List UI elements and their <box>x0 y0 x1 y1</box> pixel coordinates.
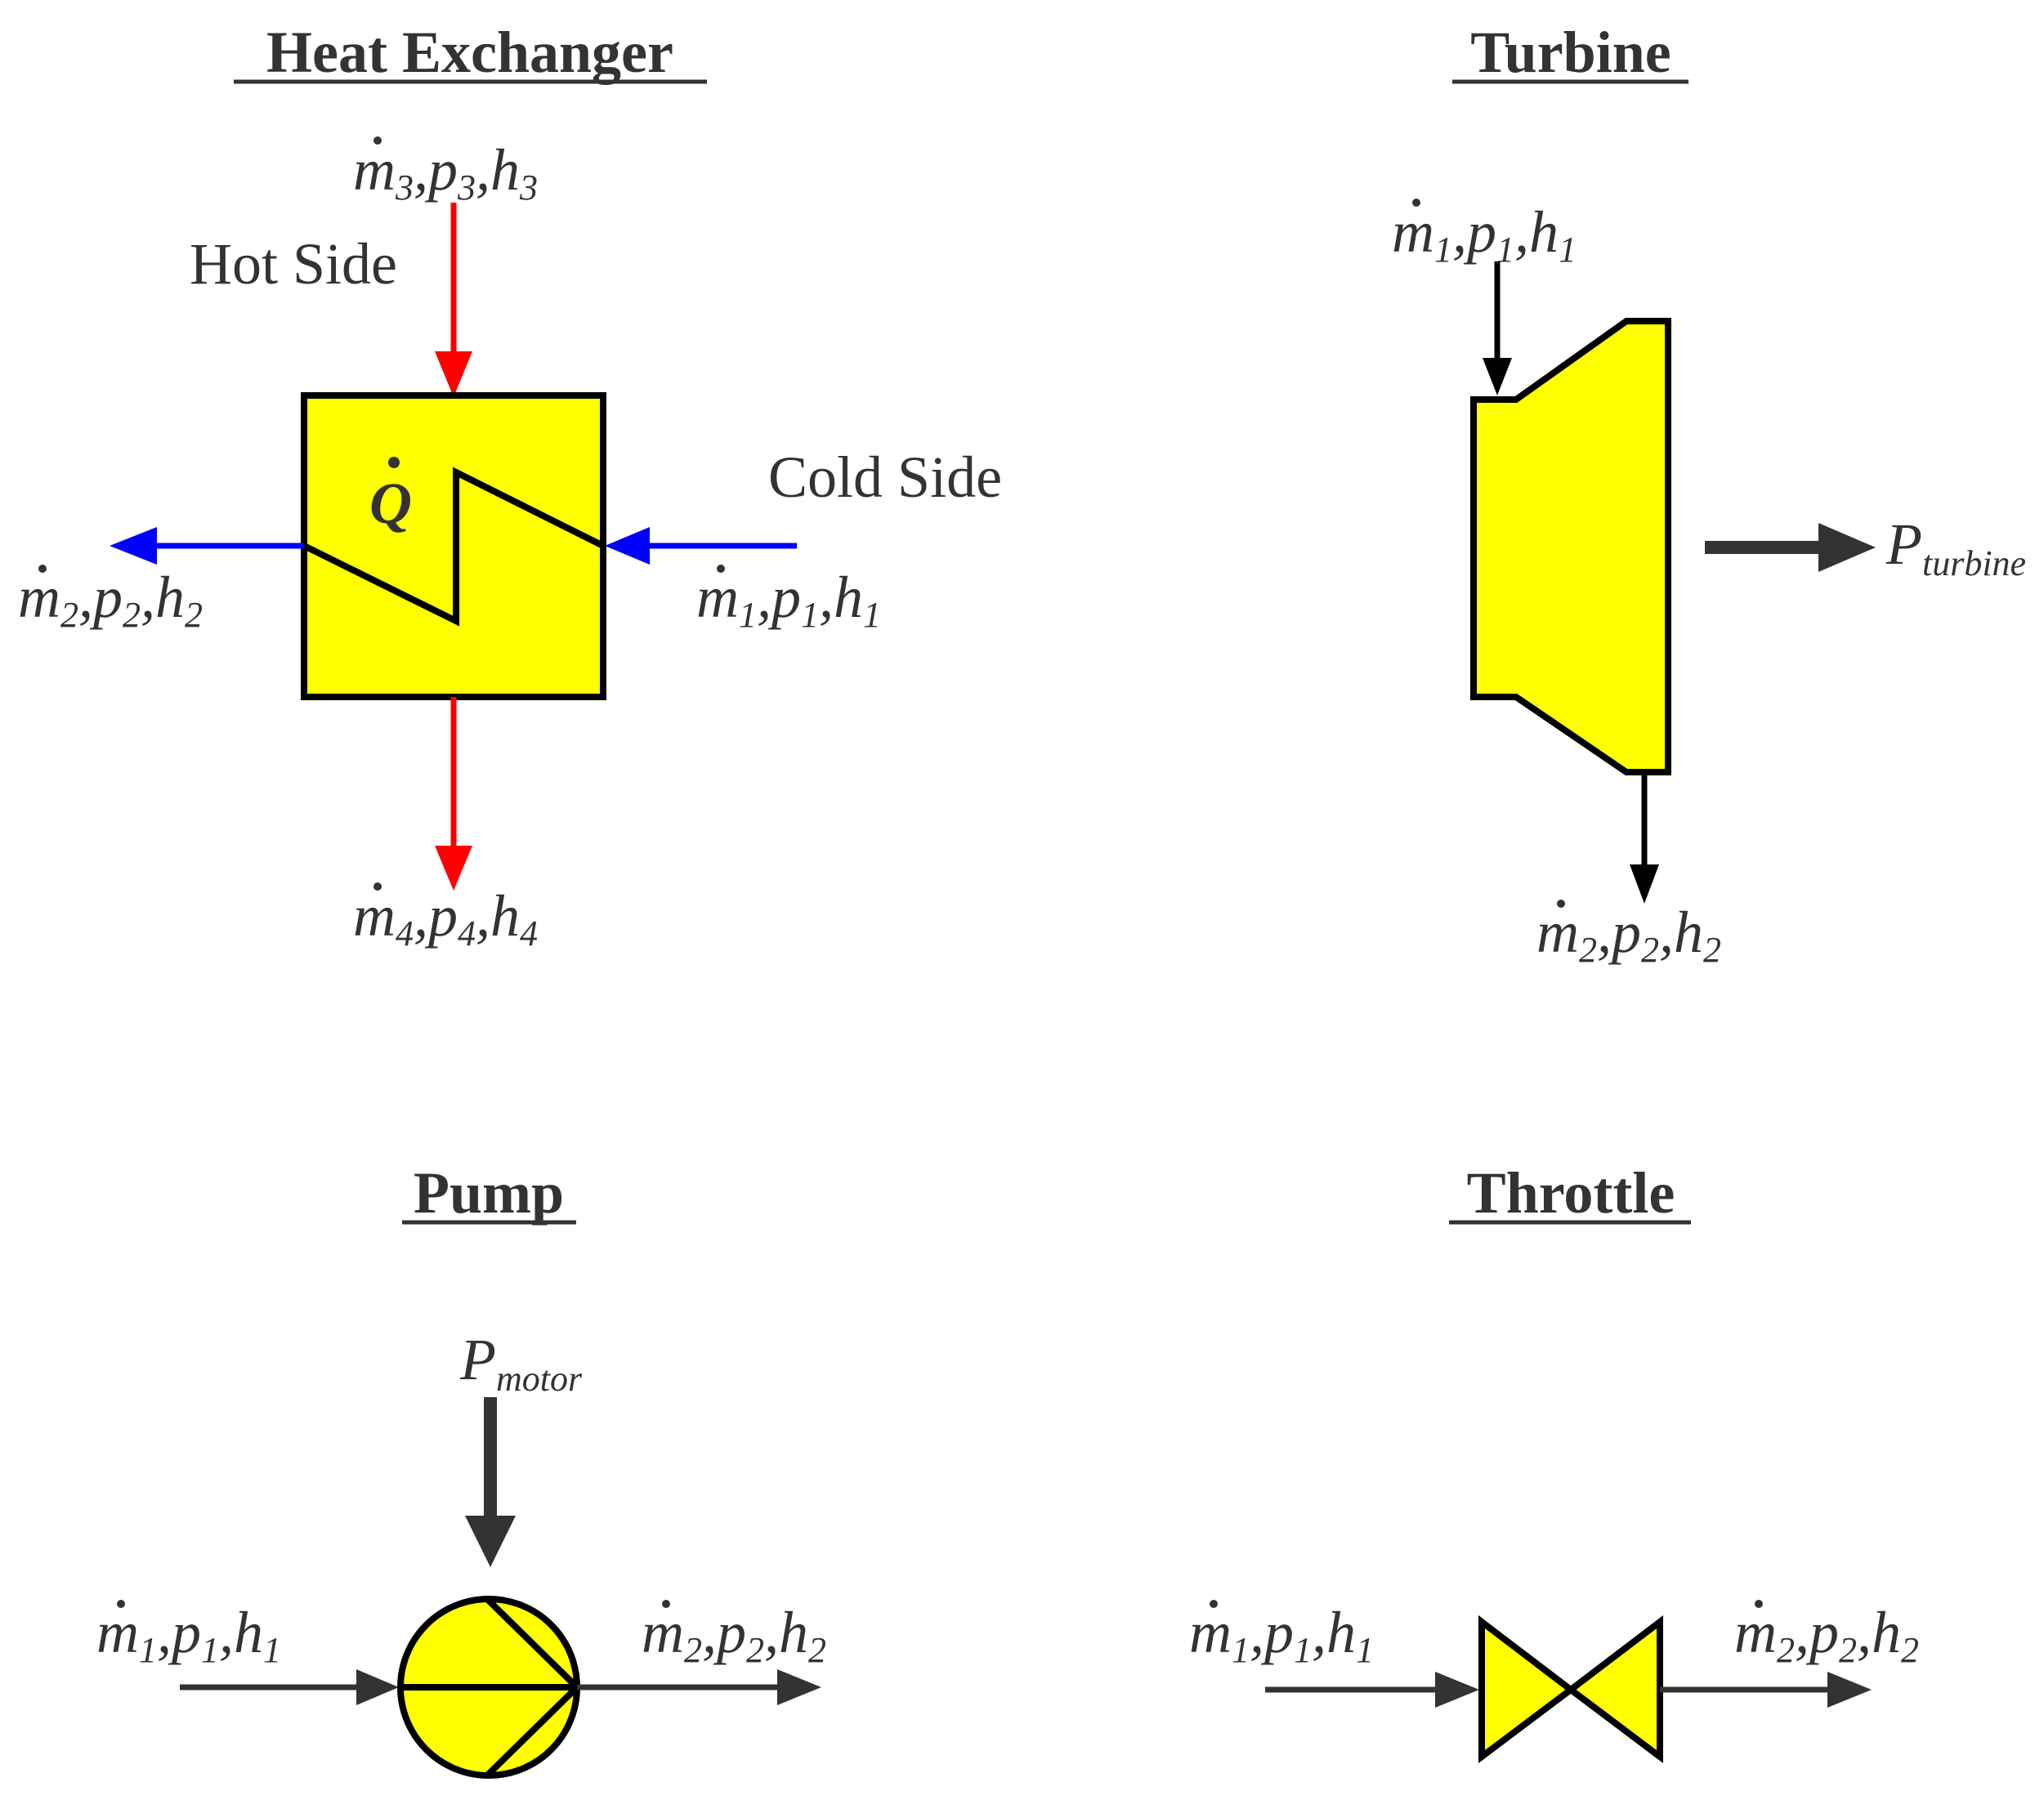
he-state-1-mdot-dot <box>717 565 725 573</box>
cold-side-outlet-arrowhead <box>110 527 157 565</box>
pump-title: Pump <box>414 1160 564 1226</box>
turbine-power-label: Pturbine <box>1885 511 2026 583</box>
hot-side-label: Hot Side <box>190 231 397 297</box>
throttle-inlet-arrowhead <box>1435 1672 1479 1708</box>
he-state-4-mdot-dot <box>373 882 382 891</box>
he-state-2-label: m2,p2,h2 <box>18 565 203 635</box>
throttle-state-2-mdot-dot <box>1755 1600 1763 1608</box>
pump-state-2-mdot-dot <box>662 1600 670 1608</box>
turbine-state-2-mdot-dot <box>1557 900 1565 908</box>
heat-exchanger-title: Heat Exchanger <box>266 20 673 85</box>
cold-side-label: Cold Side <box>768 444 1002 510</box>
throttle-state-1-mdot-dot <box>1210 1600 1218 1608</box>
heat-exchanger-section: Heat Exchanger m3,p3,h3 Hot Side Q m4,p4… <box>18 20 1002 954</box>
he-state-4-label: m4,p4,h4 <box>353 883 538 954</box>
turbine-state-2-label: m2,p2,h2 <box>1536 900 1721 970</box>
throttle-state-2-label: m2,p2,h2 <box>1734 1600 1919 1670</box>
pump-state-2-label: m2,p2,h2 <box>642 1600 826 1670</box>
pump-power-label: Pmotor <box>459 1327 583 1399</box>
throttle-section: Throttle m1,p1,h1 m2,p2,h2 <box>1189 1160 1919 1764</box>
turbine-state-1-label: m1,p1,h1 <box>1392 199 1577 270</box>
turbine-body <box>1470 318 1671 775</box>
pump-outlet-arrowhead <box>777 1669 821 1705</box>
throttle-left-triangle <box>1478 1615 1577 1764</box>
cold-side-inlet-arrowhead <box>605 527 650 565</box>
pump-power-arrowhead <box>465 1516 516 1567</box>
throttle-state-1-label: m1,p1,h1 <box>1189 1600 1374 1670</box>
throttle-title: Throttle <box>1467 1160 1675 1226</box>
turbine-outlet-arrowhead <box>1630 864 1659 904</box>
pump-section: Pump Pmotor m1,p1,h1 m2,p2,h2 <box>96 1160 826 1779</box>
he-state-3-mdot-dot <box>373 136 382 145</box>
pump-lower-chord <box>485 1685 579 1778</box>
heat-exchanger-coil <box>302 467 605 627</box>
heat-rate-dot <box>388 457 400 468</box>
hot-side-inlet-arrowhead <box>435 351 472 397</box>
turbine-inlet-arrowhead <box>1483 358 1512 395</box>
pump-state-1-mdot-dot <box>117 1600 125 1608</box>
hot-side-outlet-arrowhead <box>435 846 472 891</box>
he-state-2-mdot-dot <box>38 565 47 573</box>
pump-inlet-arrowhead <box>356 1669 399 1705</box>
he-state-3-label: m3,p3,h3 <box>353 137 538 208</box>
heat-rate-symbol: Q <box>369 471 412 536</box>
turbine-title: Turbine <box>1470 20 1671 85</box>
turbine-power-arrowhead <box>1818 523 1876 572</box>
pump-upper-chord <box>485 1597 579 1690</box>
he-state-1-label: m1,p1,h1 <box>696 565 881 635</box>
turbine-state-1-mdot-dot <box>1412 199 1420 207</box>
pump-state-1-label: m1,p1,h1 <box>96 1600 281 1670</box>
throttle-right-triangle <box>1565 1615 1663 1764</box>
throttle-outlet-arrowhead <box>1827 1672 1872 1708</box>
turbine-section: Turbine m1,p1,h1 m2,p2,h2 Pturbine <box>1392 20 2026 970</box>
